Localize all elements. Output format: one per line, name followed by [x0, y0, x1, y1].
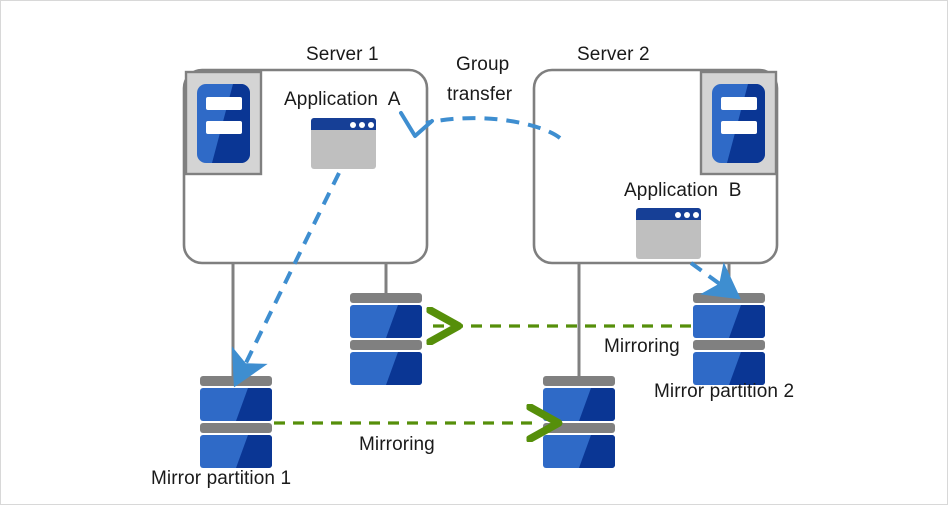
app-window-icon-b — [636, 208, 701, 259]
server-2-label: Server 2 — [577, 44, 650, 65]
disk-stack-icon-server1-upper — [350, 293, 422, 385]
disk-stack-icon-server2-lower — [543, 376, 615, 468]
application-a-label: Application A — [284, 89, 401, 110]
app-a-to-partition-1-arrow — [231, 172, 341, 388]
connector-lines — [231, 263, 731, 379]
mirror-partition-1-label: Mirror partition 1 — [151, 468, 292, 489]
disk-stack-icon-mirror-partition-2 — [693, 293, 765, 385]
server-1-label: Server 1 — [306, 44, 379, 65]
mirror-partition-2-label: Mirror partition 2 — [654, 381, 795, 402]
application-b-label: Application B — [624, 180, 742, 201]
app-b-to-partition-2-arrow — [689, 261, 741, 300]
app-window-icon-a — [311, 118, 376, 169]
group-transfer-label-line2: transfer — [447, 84, 513, 105]
group-transfer-label-line1: Group — [456, 54, 510, 75]
server-rack-icon-1 — [184, 70, 263, 176]
group-transfer-arrow — [399, 111, 562, 140]
mirroring-label-upper: Mirroring — [604, 336, 680, 357]
server-rack-icon-2 — [699, 70, 778, 176]
disk-stack-icon-mirror-partition-1 — [200, 376, 272, 468]
mirroring-label-lower: Mirroring — [359, 434, 435, 455]
